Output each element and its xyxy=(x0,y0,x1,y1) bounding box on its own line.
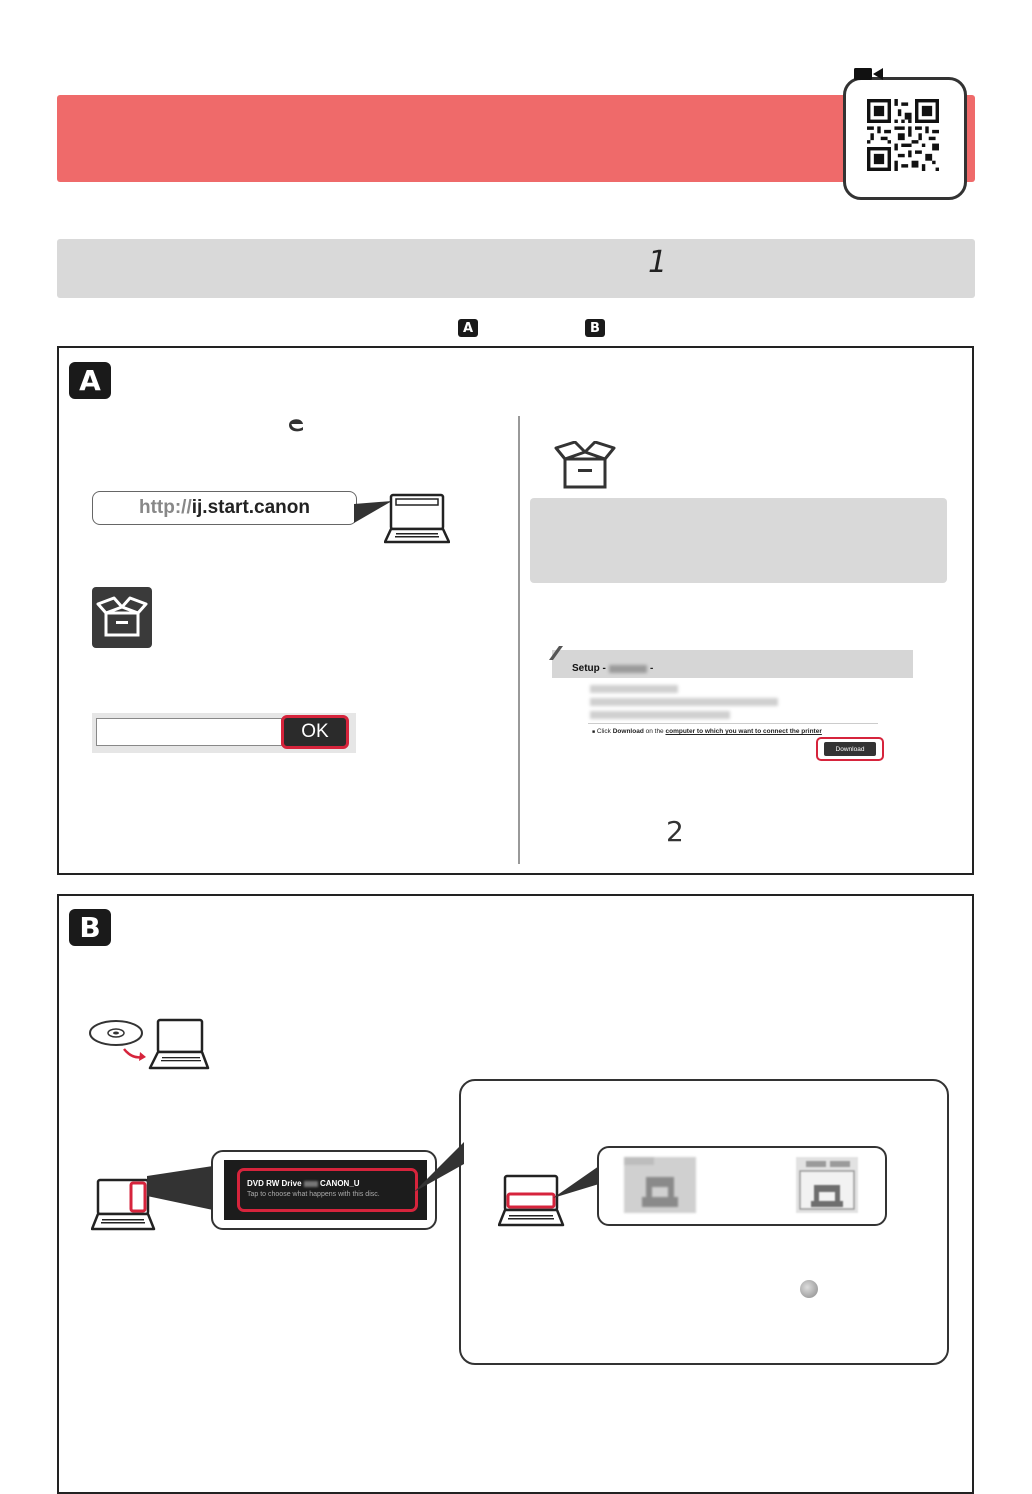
info-note-box xyxy=(530,498,947,583)
note-callout-pointer xyxy=(414,1142,464,1192)
setup-app-icon[interactable] xyxy=(92,587,152,648)
step-number: 1 xyxy=(648,245,668,280)
section-a-badge: A xyxy=(69,362,111,399)
laptop-icon xyxy=(148,1018,210,1070)
drive-label-suffix: CANON_U xyxy=(320,1179,360,1188)
setup-title-dash: - xyxy=(650,663,654,674)
setup-page-title: Setup - xyxy=(572,663,606,674)
url-prefix: http:// xyxy=(138,497,192,518)
laptop-taskbar-icon xyxy=(498,1174,565,1227)
download-button-label: Download xyxy=(824,742,876,756)
download-button[interactable]: Download xyxy=(816,737,884,761)
setup-box-outline-icon xyxy=(554,441,616,489)
taskbar-callout-pointer xyxy=(553,1166,599,1198)
edge-browser-icon xyxy=(289,419,303,432)
drive-label: DVD RW Drive CANON_U xyxy=(247,1179,360,1188)
column-divider xyxy=(518,416,520,864)
option-b-badge: B xyxy=(585,319,605,337)
qr-code-box[interactable] xyxy=(843,77,967,200)
drive-label-prefix: DVD RW Drive xyxy=(247,1179,302,1188)
blurred-os-name xyxy=(609,665,647,673)
ok-button[interactable]: OK xyxy=(281,715,349,749)
disc-setup-icon xyxy=(800,1280,818,1298)
url-callout-pointer xyxy=(354,501,392,523)
section-b-badge: B xyxy=(69,909,111,946)
setup-page-rule xyxy=(588,723,878,724)
autoplay-tap-text: Tap to choose what happens with this dis… xyxy=(247,1191,380,1198)
laptop-icon xyxy=(384,493,450,544)
blurred-text-line xyxy=(590,685,678,693)
section-a-box xyxy=(57,346,974,875)
option-a-badge: A xyxy=(458,319,478,337)
blurred-text-line xyxy=(590,698,778,706)
header-band xyxy=(57,95,975,182)
step-bar xyxy=(57,239,975,298)
download-instruction: ■ Click Download on the computer to whic… xyxy=(592,728,822,735)
autoplay-highlight xyxy=(237,1168,418,1212)
instruction-text: Click xyxy=(596,728,613,735)
blurred-text-line xyxy=(590,711,730,719)
notification-callout-pointer xyxy=(147,1166,213,1210)
text-input[interactable] xyxy=(96,718,282,746)
file-explorer-icon[interactable] xyxy=(624,1157,696,1213)
drive-folder-icon[interactable] xyxy=(796,1157,858,1213)
url-host: ij.start.canon xyxy=(191,497,310,518)
laptop-notification-icon xyxy=(91,1178,156,1231)
setup-box-icon xyxy=(96,596,148,637)
page-corner-icon xyxy=(549,646,563,660)
url-address-bar[interactable]: http://ij.start.canon xyxy=(92,491,357,525)
qr-code-icon xyxy=(867,99,939,171)
setup-page-header xyxy=(552,650,913,678)
cd-disc-icon xyxy=(89,1018,210,1070)
instruction-bold: Download xyxy=(612,728,644,735)
instruction-text: on the xyxy=(643,728,666,735)
instruction-link[interactable]: computer to which you want to connect th… xyxy=(665,728,822,735)
next-step-number: 2 xyxy=(666,815,684,848)
video-camera-icon xyxy=(854,68,883,80)
